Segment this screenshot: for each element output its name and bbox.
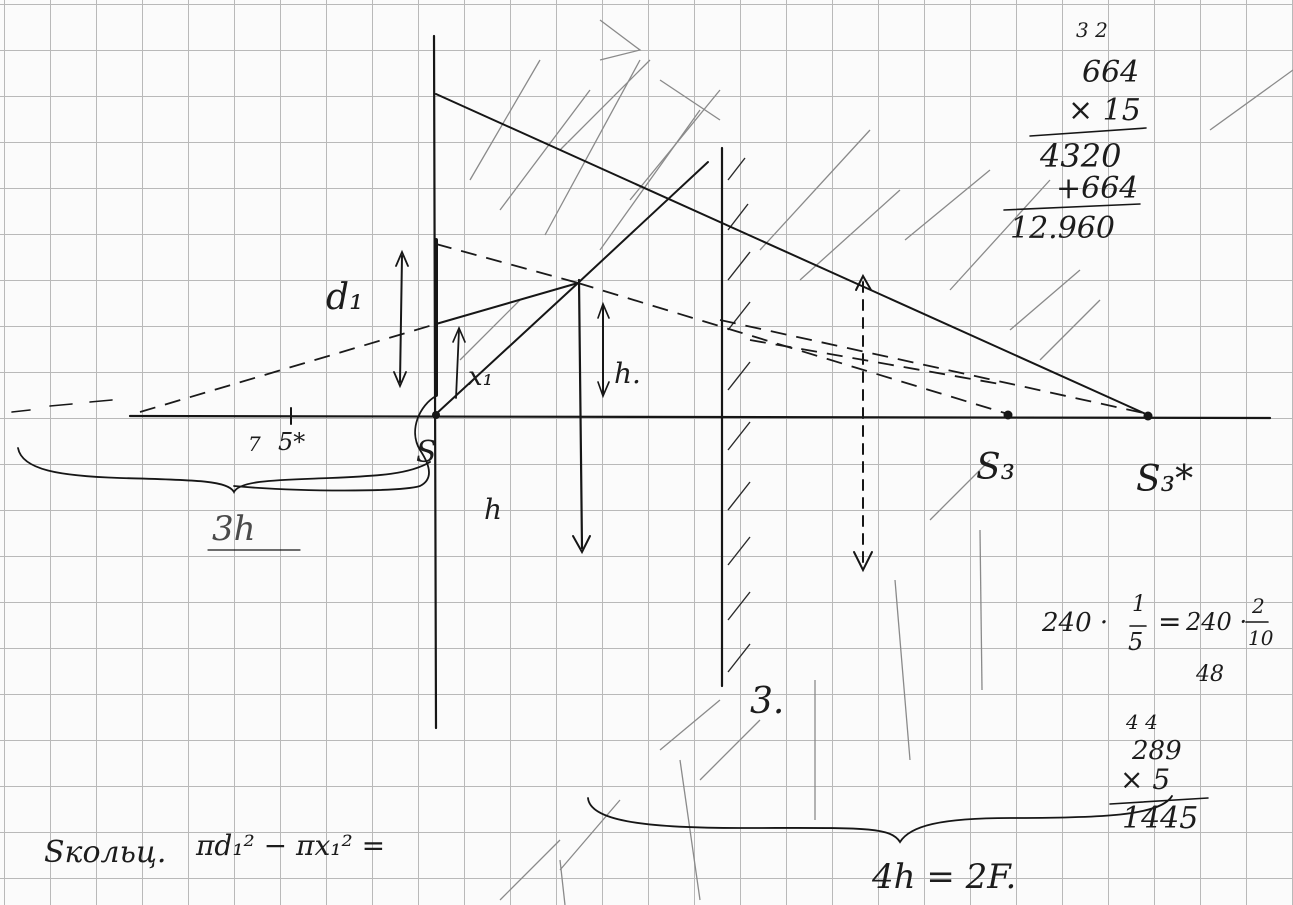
point-s3: [1003, 410, 1013, 420]
brace-4h: [587, 795, 1173, 844]
image-arrow-head: [853, 551, 873, 573]
fraction-rhs-num: 2: [1252, 594, 1265, 618]
ray-s-to-object: [435, 282, 579, 415]
label-s: S: [416, 435, 437, 470]
object-arrow-h: [577, 278, 584, 550]
calc-top-line2: × 15: [1068, 93, 1141, 128]
calc-top-rule2: [1003, 203, 1141, 211]
calc-top-result: 12.960: [1010, 211, 1115, 246]
dashed-ray-to-s3-star: [719, 319, 1149, 415]
axis-dash-left: [11, 399, 113, 413]
object-arrow-head: [572, 535, 591, 555]
calc-top-rule1: [1029, 127, 1147, 137]
fraction-below: 48: [1196, 662, 1224, 687]
label-tick-5: 5*: [278, 428, 306, 456]
area-formula-expr: πd₁² − πx₁² =: [196, 829, 386, 862]
area-formula-lead: Sкольц.: [44, 835, 167, 870]
mirror-hatching: [727, 157, 751, 673]
calc-bottom-line2: × 5: [1120, 763, 1171, 796]
label-s3-star: S₃*: [1136, 459, 1194, 500]
label-mirror-3: 3.: [750, 681, 785, 722]
d1-arrow: [399, 255, 403, 383]
brace-3h: [17, 447, 431, 495]
calc-top-line3: 4320: [1040, 137, 1122, 175]
point-s: [432, 411, 440, 419]
image-arrow-top: [855, 273, 872, 291]
label-h-upper: h.: [614, 357, 641, 390]
label-3h: 3h: [212, 509, 256, 549]
dashed-ray-low: [749, 339, 1001, 385]
fraction-lhs-int: 240 ·: [1042, 608, 1109, 638]
label-d1: d₁: [326, 277, 364, 318]
calc-top-carry: 3 2: [1076, 18, 1108, 42]
calc-bottom-line1: 289: [1132, 736, 1182, 766]
label-4h-2f: 4h = 2F.: [872, 857, 1017, 897]
dashed-ray-left: [139, 323, 437, 413]
optical-axis: [128, 414, 1272, 420]
ray-object-to-mirror: [577, 161, 709, 284]
fraction-rhs-den: 10: [1248, 626, 1274, 650]
s-curve: [233, 395, 437, 492]
calc-bottom-rule: [1109, 797, 1209, 805]
label-h-lower: h: [484, 493, 503, 526]
label-tick-7: 7: [248, 432, 261, 456]
label-s3: S₃: [976, 447, 1016, 488]
calc-bottom-result: 1445: [1122, 801, 1199, 836]
pencil-scribbles: [459, 19, 1293, 905]
calc-bottom-carry: 4 4: [1126, 710, 1158, 734]
x1-arrow: [455, 329, 460, 399]
calc-top-line4: +664: [1056, 171, 1139, 206]
fraction-lhs-den: 5: [1128, 628, 1144, 656]
point-s3-star: [1143, 411, 1153, 421]
d1-arrow-heads: [393, 249, 409, 389]
fraction-lhs-num: 1: [1132, 592, 1146, 617]
ray-diaphragm-to-object: [435, 282, 579, 325]
ray-to-s3-star: [435, 93, 1149, 416]
x1-arrow-heads: [452, 325, 466, 343]
h-arrow-heads: [597, 301, 610, 399]
fraction-equals: =: [1158, 605, 1182, 638]
calc-top-line1: 664: [1082, 55, 1140, 90]
dashed-ray-to-s3: [577, 282, 1009, 415]
dashed-ray-top: [435, 243, 579, 284]
fraction-rhs-int: 240 ·: [1186, 608, 1248, 636]
label-x1: x₁: [468, 362, 494, 392]
